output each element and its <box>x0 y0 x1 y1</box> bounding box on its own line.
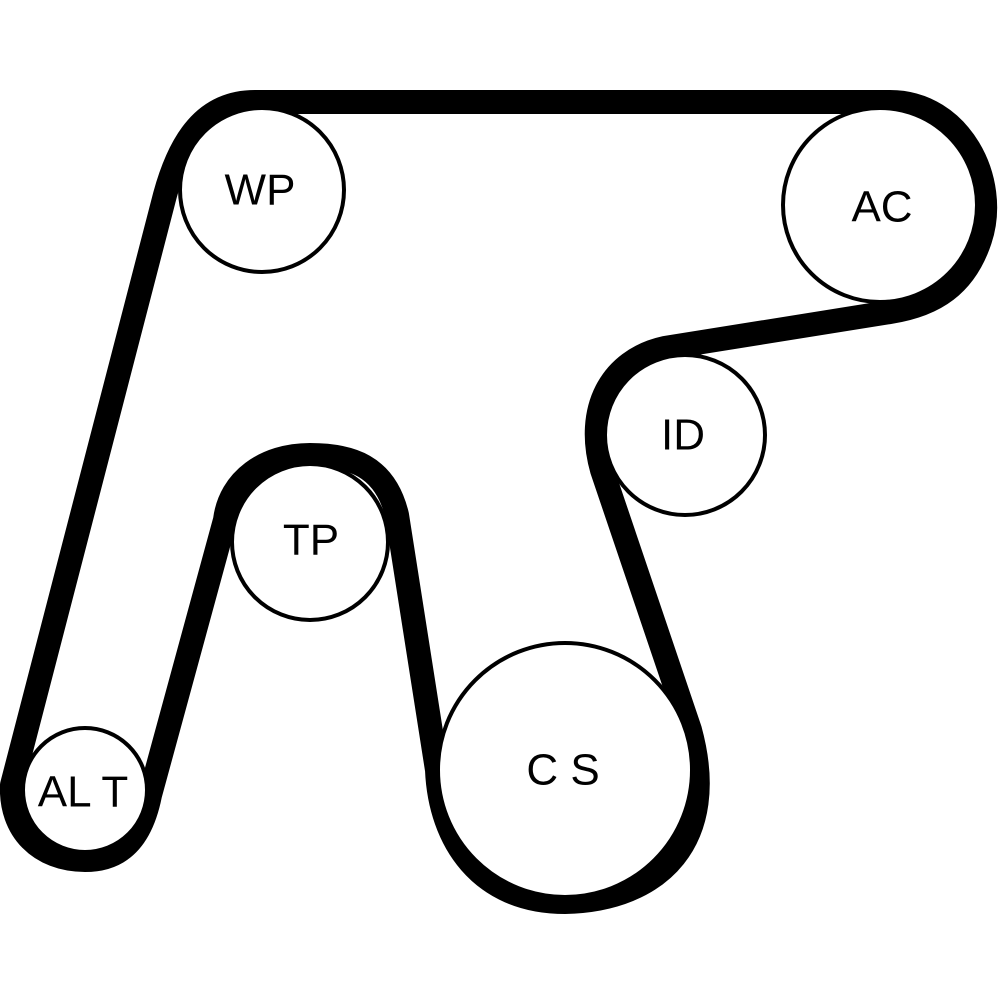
pulley-id: ID <box>603 353 767 517</box>
pulley-ac-label: AC <box>851 183 912 232</box>
pulley-tp: TP <box>230 462 390 622</box>
serpentine-belt <box>0 90 998 914</box>
pulley-wp-label: WP <box>225 166 296 215</box>
pulley-alt-label: AL T <box>38 768 129 817</box>
pulley-wp-circle <box>178 106 346 274</box>
pulley-ac: AC <box>781 106 979 304</box>
pulley-ac-circle <box>781 106 979 304</box>
pulley-alt: AL T <box>21 726 149 854</box>
pulley-alt-circle <box>21 726 149 854</box>
pulley-tp-label: TP <box>283 516 339 565</box>
pulley-tp-circle <box>230 462 390 622</box>
pulley-id-label: ID <box>661 411 705 460</box>
pulley-cs-label: C S <box>526 746 599 795</box>
pulley-wp: WP <box>178 106 346 274</box>
pulley-cs-circle <box>436 641 694 899</box>
pulley-cs: C S <box>436 641 694 899</box>
pulley-id-circle <box>603 353 767 517</box>
